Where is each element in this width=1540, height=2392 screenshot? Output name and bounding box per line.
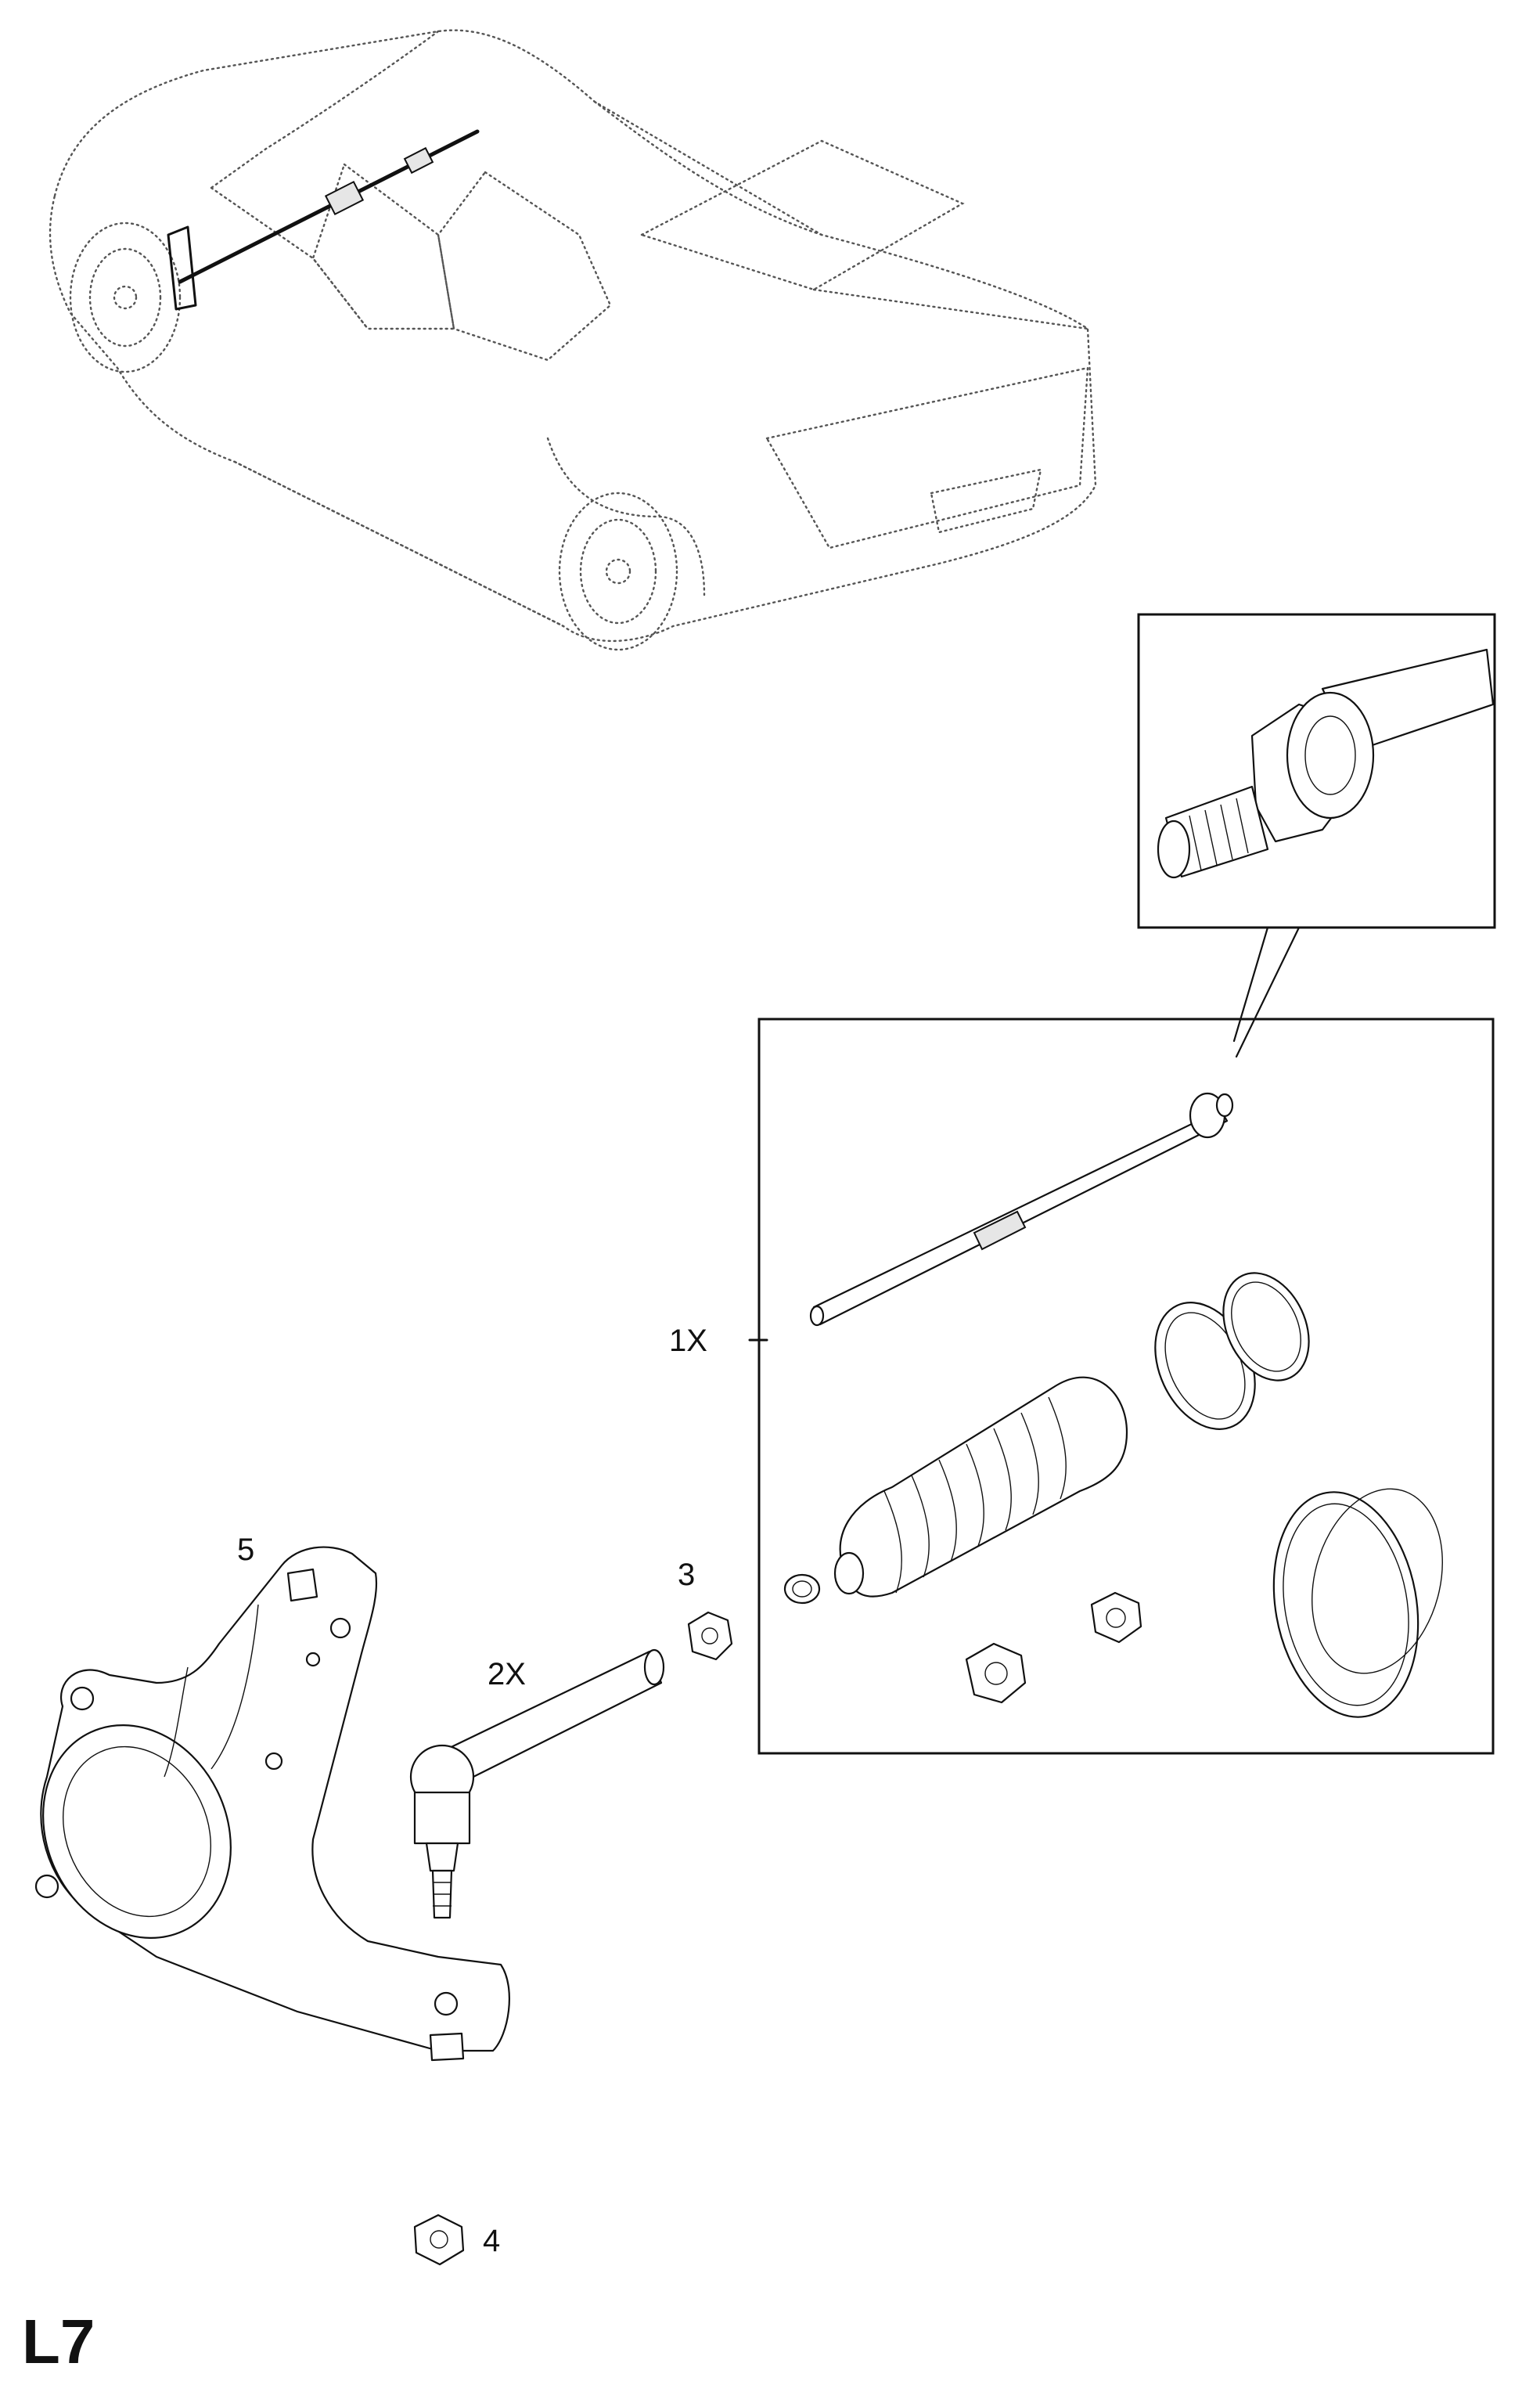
callout-label-5: 5: [237, 1533, 255, 1567]
lock-nut-part: [413, 2214, 465, 2266]
page-code-label: L7: [22, 2307, 95, 2376]
outer-tie-rod-end: [409, 1648, 665, 1919]
boot-clamp-rings: [1154, 1272, 1310, 1430]
hex-nut-part: [687, 1611, 733, 1661]
steering-knuckle: [34, 1546, 510, 2062]
tie-rod-kit-box: [748, 1018, 1495, 1755]
callout-label-2: 2X: [488, 1657, 526, 1691]
inner-tie-rod: [809, 1092, 1234, 1327]
vehicle-overview-illustration: [49, 29, 1097, 651]
steering-rack-boot: [833, 1376, 1128, 1598]
detail-inset-box: [1137, 613, 1496, 1058]
callout-label-4: 4: [483, 2224, 501, 2258]
small-boot-clip: [783, 1573, 821, 1605]
callout-label-3: 3: [678, 1558, 696, 1592]
large-seal-ring: [1272, 1488, 1443, 1718]
callout-label-1: 1X: [669, 1324, 707, 1358]
kit-hex-nut: [1090, 1591, 1142, 1644]
kit-flange-nut: [965, 1642, 1027, 1704]
